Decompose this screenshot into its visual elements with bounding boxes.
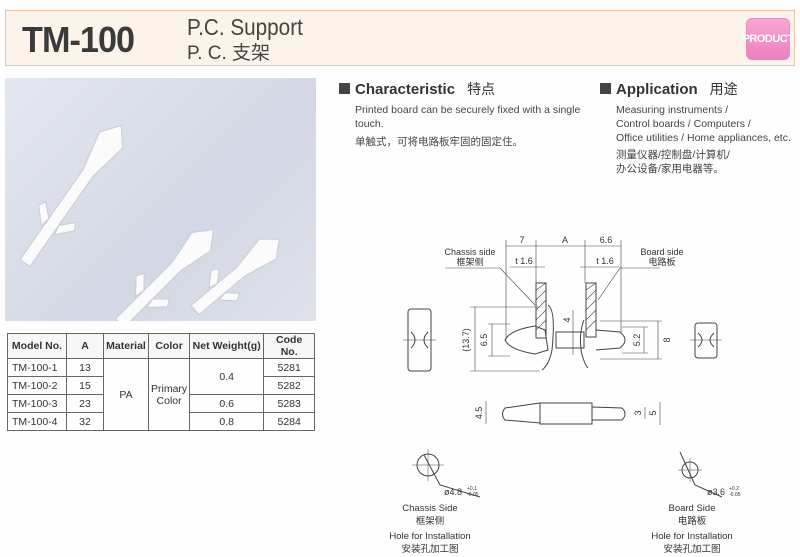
table-row: TM-100-4 32 0.8 5284 xyxy=(7,412,316,431)
cell-code: 5282 xyxy=(263,376,316,395)
chassis-hole-caption: Chassis Side 框架侧 Hole for Installation 安… xyxy=(370,502,490,556)
board-hole-label: Board Side xyxy=(668,503,716,514)
application-heading: Application 用途 xyxy=(600,79,800,99)
cell-code: 5284 xyxy=(263,412,316,431)
table-header-row: Model No. A Material Color Net Weight(g)… xyxy=(7,333,316,359)
cell-model: TM-100-3 xyxy=(7,394,67,413)
application-line-cn: 测量仪器/控制盘/计算机/ xyxy=(616,149,730,161)
dim-6-6: 6.6 xyxy=(600,235,613,245)
board-hole-tol-minus: -0.05 xyxy=(729,492,741,498)
model-title: TM-100 xyxy=(22,19,135,60)
dim-6-5: 6.5 xyxy=(479,334,489,347)
square-bullet-icon xyxy=(339,83,350,94)
dim-3: 3 xyxy=(633,410,643,415)
col-a: A xyxy=(66,333,104,359)
chassis-side-label-cn: 框架侧 xyxy=(456,256,483,267)
characteristic-text-cn: 单触式，可将电路板牢固的固定住。 xyxy=(355,136,523,148)
dim-5-2: 5.2 xyxy=(632,334,642,347)
dim-5: 5 xyxy=(648,410,658,415)
board-side-label: Board side xyxy=(640,247,683,257)
col-color: Color xyxy=(147,333,191,359)
cell-material: PA xyxy=(103,358,149,431)
dimension-lines xyxy=(445,240,662,372)
chassis-hole-tol-plus: +0.1 xyxy=(467,486,477,492)
board-hole-tol-plus: +0.2 xyxy=(729,486,739,492)
cell-model: TM-100-4 xyxy=(7,412,67,431)
cell-model: TM-100-2 xyxy=(7,376,67,395)
dim-8: 8 xyxy=(662,337,672,342)
product-title-cn: P. C. 支架 xyxy=(187,43,271,64)
characteristic-title-cn: 特点 xyxy=(467,81,496,97)
cell-a: 23 xyxy=(66,394,104,413)
dim-4-5: 4.5 xyxy=(474,407,484,420)
board-hole-dia: ø3.6 xyxy=(707,487,725,497)
board-side-label-cn: 电路板 xyxy=(648,256,675,267)
board-end-view xyxy=(690,322,722,359)
col-weight: Net Weight(g) xyxy=(189,333,265,359)
chassis-hole-tol-minus: -0.05 xyxy=(467,492,479,498)
dim-a: A xyxy=(562,235,568,245)
characteristic-section: Characteristic 特点 Printed board can be se… xyxy=(339,79,599,149)
application-line: Control boards / Computers / xyxy=(616,118,751,130)
application-section: Application 用途 Measuring instruments / Co… xyxy=(600,79,800,176)
support-front-view xyxy=(504,282,626,371)
application-title-cn: 用途 xyxy=(709,81,738,97)
application-line: Measuring instruments / xyxy=(616,104,729,116)
dim-4: 4 xyxy=(562,317,572,322)
application-title: Application xyxy=(616,81,698,98)
chassis-hole-label: Chassis Side xyxy=(402,503,458,514)
cell-color: Primary Color xyxy=(147,358,191,431)
table-row: TM-100-2 15 5282 xyxy=(7,376,316,395)
support-side-view xyxy=(485,401,661,425)
col-material: Material xyxy=(103,333,149,359)
dim-t1-6-chassis: t 1.6 xyxy=(515,256,533,266)
application-line: Office utilities / Home appliances, etc. xyxy=(616,132,791,144)
chassis-hole-dia: ø4.8 xyxy=(444,487,462,497)
chassis-side-label: Chassis side xyxy=(444,247,495,257)
board-hole-drawing xyxy=(678,451,723,498)
application-list: Measuring instruments / Control boards /… xyxy=(616,103,800,176)
header-band: TM-100 P.C. Support P. C. 支架 PRODUCT xyxy=(5,10,795,66)
application-line-cn: 办公设备/家用电器等。 xyxy=(616,163,724,175)
dim-7: 7 xyxy=(519,235,524,245)
product-badge: PRODUCT xyxy=(743,18,794,60)
board-hole-caption: Board Side 电路板 Hole for Installation 安装孔… xyxy=(632,502,752,556)
board-hole-label-cn: 电路板 xyxy=(677,516,707,527)
col-code: Code No. xyxy=(263,333,316,359)
chassis-end-view xyxy=(403,308,436,372)
characteristic-text: Printed board can be securely fixed with… xyxy=(355,104,581,130)
table-row: TM-100-3 23 0.6 5283 xyxy=(7,394,316,413)
square-bullet-icon xyxy=(600,83,611,94)
spec-table: Model No. A Material Color Net Weight(g)… xyxy=(7,333,316,431)
board-hole-title: Hole for Installation xyxy=(651,531,733,542)
board-hole-title-cn: 安装孔加工图 xyxy=(663,544,721,555)
col-model: Model No. xyxy=(7,333,67,359)
product-photo xyxy=(5,78,316,328)
characteristic-heading: Characteristic 特点 xyxy=(339,79,599,99)
cell-weight: 0.8 xyxy=(189,412,265,431)
chassis-hole-title-cn: 安装孔加工图 xyxy=(401,544,459,555)
cell-code: 5283 xyxy=(263,394,316,413)
characteristic-title: Characteristic xyxy=(355,81,456,98)
dim-t1-6-board: t 1.6 xyxy=(596,256,614,266)
chassis-hole-label-cn: 框架侧 xyxy=(415,516,445,527)
dim-13-7: (13.7) xyxy=(461,328,471,352)
support-photo-image xyxy=(19,124,280,328)
chassis-hole-drawing xyxy=(412,449,481,498)
cell-a: 32 xyxy=(66,412,104,431)
chassis-hole-title: Hole for Installation xyxy=(389,531,471,542)
product-title-en: P.C. Support xyxy=(187,14,303,40)
